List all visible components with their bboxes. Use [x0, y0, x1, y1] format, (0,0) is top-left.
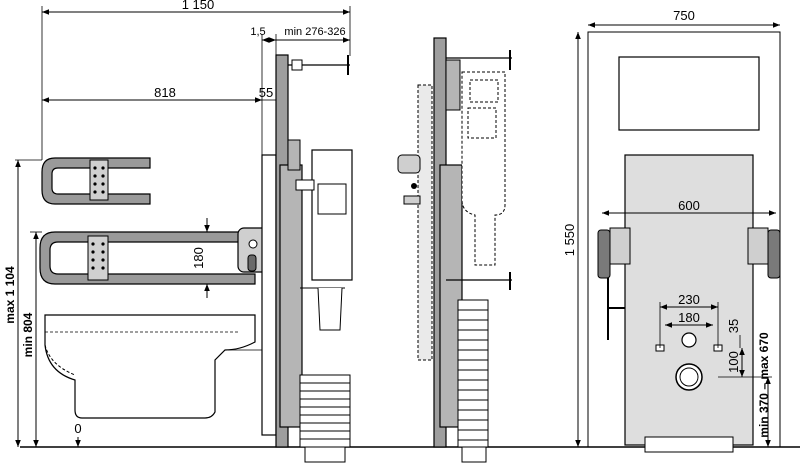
dim-frame-width: 750 — [673, 8, 695, 23]
flush-connection — [681, 332, 697, 348]
cistern — [311, 149, 353, 281]
dim-rail-spacing: 180 — [191, 247, 206, 269]
dim-drain-height: min 370 – max 670 — [757, 332, 771, 438]
dim-min-rail-height: min 804 — [21, 312, 35, 357]
dim-rail-length: 818 — [154, 85, 176, 100]
dim-frame-height: 1 550 — [562, 224, 577, 257]
dim-max-rail-height: max 1 104 — [3, 266, 17, 324]
front-top-panel — [618, 56, 760, 131]
wall-panel — [261, 154, 277, 436]
front-rail-right — [767, 229, 781, 279]
wc-seat — [44, 315, 76, 376]
dim-drain-vertical: 100 — [726, 351, 741, 373]
dim-bolt-vertical: 35 — [726, 319, 741, 333]
front-view-frame: 750 1 550 600 230 180 35 100 min 370 – m… — [562, 8, 781, 453]
flush-pipe — [317, 287, 343, 331]
rail-lower — [39, 231, 256, 285]
side-view-with-rails: 1 150 1,5 min 276-326 818 55 180 max 1 1… — [3, 0, 353, 463]
front-rail-left — [597, 229, 611, 279]
rail-lower-plate — [87, 235, 109, 281]
front-frame-body — [624, 154, 754, 446]
side-view-frame — [397, 37, 512, 463]
dim-rail-offset: 55 — [259, 85, 273, 100]
dim-bolt-outer: 230 — [678, 292, 700, 307]
floor-zero-label: 0 — [74, 421, 81, 436]
wc-bowl — [44, 314, 256, 419]
dim-plate-gap: 1,5 — [250, 26, 265, 38]
drain-pipe — [299, 374, 351, 463]
dim-rail-distance: 600 — [678, 198, 700, 213]
rail-upper-plate — [89, 159, 109, 201]
dim-total-depth: 1 150 — [182, 0, 215, 12]
dim-frame-depth: min 276-326 — [284, 26, 345, 38]
dim-bolt-inner: 180 — [678, 310, 700, 325]
